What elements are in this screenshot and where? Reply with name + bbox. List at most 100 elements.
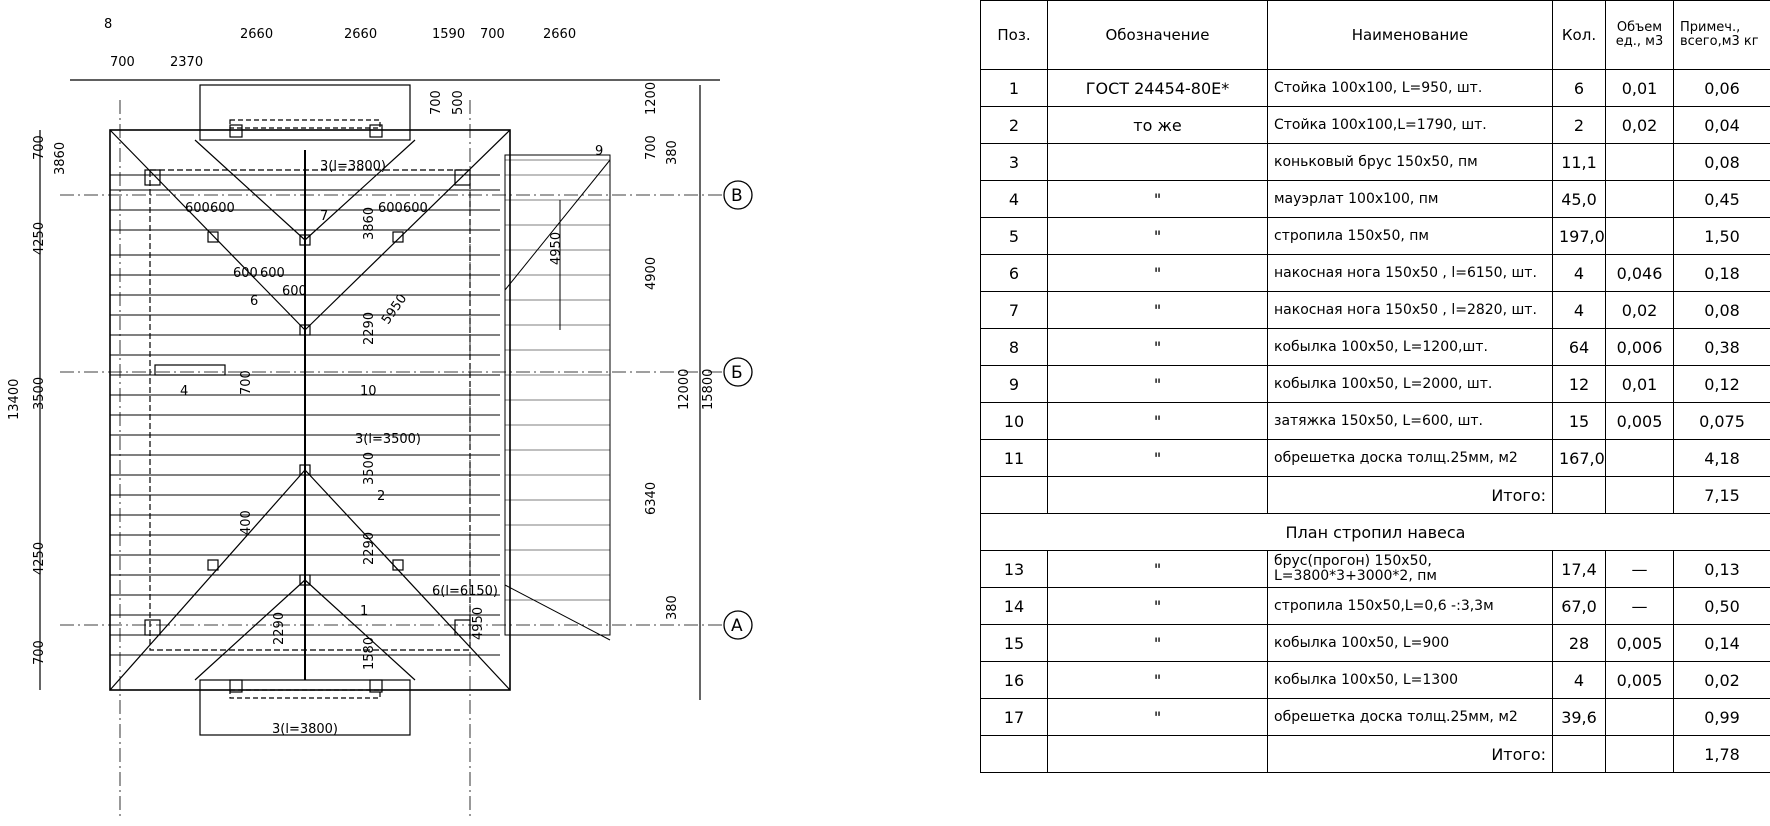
- dim-inner: 1580: [362, 637, 377, 670]
- table-cell-note: 0,06: [1673, 69, 1770, 107]
- table-cell-pos: 7: [980, 291, 1048, 329]
- dim-inner: 5950: [379, 292, 410, 328]
- table-cell-vol: —: [1605, 587, 1674, 625]
- dim-top2: 2370: [170, 55, 203, 70]
- axis-label-a: А: [731, 616, 743, 636]
- table-cell-des: ": [1047, 439, 1268, 477]
- table-cell-vol: 0,005: [1605, 661, 1674, 699]
- table-cell-vol: 0,046: [1605, 254, 1674, 292]
- table-cell-name: брус(прогон) 150х50, L=3800*3+3000*2, пм: [1267, 550, 1553, 588]
- table-cell-des: ": [1047, 328, 1268, 366]
- dim-inner: 600: [210, 201, 235, 216]
- table-cell-qty: 12: [1552, 365, 1606, 403]
- table-cell-empty: [1552, 735, 1606, 773]
- total-value: 1,78: [1673, 735, 1770, 773]
- table-cell-pos: 2: [980, 106, 1048, 144]
- callout: 3(l=3800): [320, 159, 386, 174]
- table-cell-name: Стойка 100х100,L=1790, шт.: [1267, 106, 1553, 144]
- table-cell-empty: [980, 735, 1048, 773]
- col-header: Наименование: [1267, 0, 1553, 70]
- dim-left: 3500: [32, 377, 47, 410]
- table-cell-name: обрешетка доска толщ.25мм, м2: [1267, 698, 1553, 736]
- dim-left: 4250: [32, 542, 47, 575]
- table-cell-qty: 197,0: [1552, 217, 1606, 255]
- table-cell-vol: [1605, 180, 1674, 218]
- axis-label-b: Б: [731, 363, 743, 383]
- dim-inner: 3860: [362, 207, 377, 240]
- dim-right: 500: [451, 90, 466, 115]
- table-cell-empty: [1047, 735, 1268, 773]
- table-cell-des: [1047, 143, 1268, 181]
- table-cell-des: ": [1047, 254, 1268, 292]
- table-cell-qty: 4: [1552, 254, 1606, 292]
- table-cell-name: Стойка 100х100, L=950, шт.: [1267, 69, 1553, 107]
- table-cell-des: ": [1047, 180, 1268, 218]
- table-cell-qty: 4: [1552, 291, 1606, 329]
- table-cell-empty: [980, 476, 1048, 514]
- table-cell-des: ": [1047, 291, 1268, 329]
- callout: 10: [360, 384, 377, 399]
- table-cell-vol: 0,005: [1605, 624, 1674, 662]
- total-row: Итого:1,78: [980, 735, 1770, 773]
- table-cell-note: 0,14: [1673, 624, 1770, 662]
- dim-inner: 4950: [471, 607, 486, 640]
- dim-inner: 2290: [272, 612, 287, 645]
- table-row: 13"брус(прогон) 150х50, L=3800*3+3000*2,…: [980, 550, 1770, 588]
- callout: 9: [595, 144, 603, 159]
- table-cell-pos: 16: [980, 661, 1048, 699]
- table-cell-des: ": [1047, 661, 1268, 699]
- dim-inner: 2290: [362, 532, 377, 565]
- dim-left: 4250: [32, 222, 47, 255]
- dim-top: 700: [480, 27, 505, 42]
- callout: 2: [377, 489, 385, 504]
- callout: 4: [180, 384, 188, 399]
- specification-table: Поз. Обозначение Наименование Кол. Объем…: [980, 0, 1770, 826]
- table-cell-name: коньковый брус 150х50, пм: [1267, 143, 1553, 181]
- section-title: План стропил навеса: [980, 513, 1770, 551]
- table-cell-note: 1,50: [1673, 217, 1770, 255]
- table-cell-qty: 11,1: [1552, 143, 1606, 181]
- table-cell-vol: 0,01: [1605, 365, 1674, 403]
- col-header: Примеч., всего,м3 кг: [1673, 0, 1770, 70]
- table-cell-pos: 13: [980, 550, 1048, 588]
- col-header: Обозначение: [1047, 0, 1268, 70]
- dim-top: 1590: [432, 27, 465, 42]
- table-cell-note: 0,13: [1673, 550, 1770, 588]
- table-cell-note: 0,99: [1673, 698, 1770, 736]
- dim-label-8: 8: [104, 17, 112, 32]
- table-cell-qty: 15: [1552, 402, 1606, 440]
- table-cell-pos: 6: [980, 254, 1048, 292]
- dim-right: 4900: [644, 257, 659, 290]
- dim-inner: 3500: [362, 452, 377, 485]
- table-cell-pos: 14: [980, 587, 1048, 625]
- table-cell-empty: [1605, 735, 1674, 773]
- total-value: 7,15: [1673, 476, 1770, 514]
- table-cell-pos: 1: [980, 69, 1048, 107]
- axis-bubble-b: [723, 357, 753, 387]
- callout: 3(l=3500): [355, 432, 421, 447]
- total-row: Итого:7,15: [980, 476, 1770, 514]
- callout: 3(l=3800): [272, 722, 338, 737]
- table-cell-name: обрешетка доска толщ.25мм, м2: [1267, 439, 1553, 477]
- dim-inner: 400: [239, 510, 254, 535]
- table-cell-pos: 5: [980, 217, 1048, 255]
- axis-label-v: В: [731, 186, 743, 206]
- table-cell-des: ": [1047, 698, 1268, 736]
- table-cell-vol: [1605, 143, 1674, 181]
- table-cell-name: накосная нога 150х50 , l=6150, шт.: [1267, 254, 1553, 292]
- table-cell-note: 0,075: [1673, 402, 1770, 440]
- table-cell-qty: 28: [1552, 624, 1606, 662]
- dim-top2: 700: [110, 55, 135, 70]
- table-cell-name: кобылка 100х50, L=1200,шт.: [1267, 328, 1553, 366]
- col-header: Объем ед., м3: [1605, 0, 1674, 70]
- table-cell-des: то же: [1047, 106, 1268, 144]
- table-cell-name: стропила 150х50,L=0,6 -:3,3м: [1267, 587, 1553, 625]
